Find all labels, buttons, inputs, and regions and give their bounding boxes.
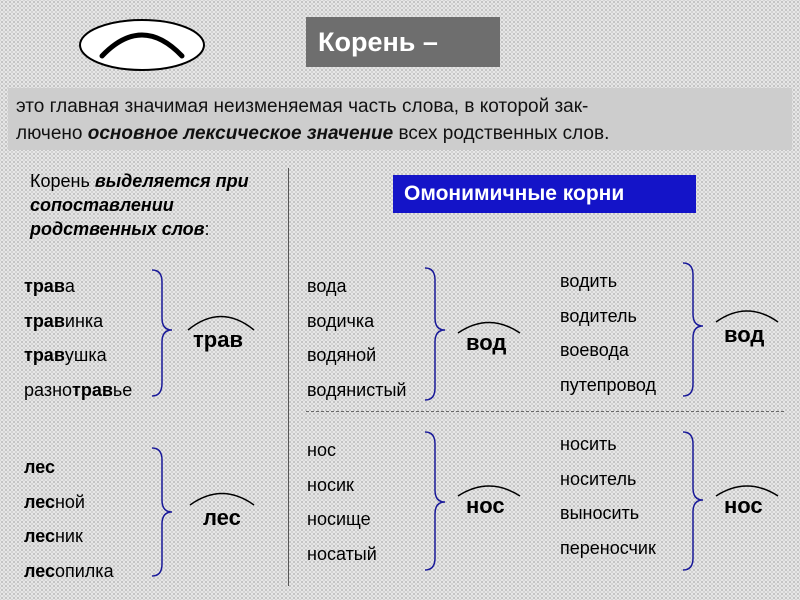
word-root: трав <box>24 345 65 365</box>
word-item: лесной <box>24 485 114 520</box>
word-item: водитель <box>560 305 637 326</box>
word-prefix: разно <box>24 379 73 400</box>
word-item: травушка <box>24 338 132 373</box>
row-divider <box>306 411 784 412</box>
word-rest: ной <box>54 491 85 512</box>
definition-part3: всех родственных слов. <box>393 123 610 144</box>
word-rest: опилка <box>54 560 114 581</box>
root-label-les: лес <box>203 505 241 530</box>
word-item: путепровод <box>560 374 657 395</box>
word-item: лесник <box>24 519 114 554</box>
root-arc-icon <box>189 492 255 506</box>
word-rest: ник <box>54 526 83 546</box>
word-list-trav: трава травинка травушка разнотравье <box>24 269 132 407</box>
word-item: лесопилка <box>24 554 114 589</box>
word-item: носик <box>307 474 354 495</box>
brace-icon <box>151 447 173 577</box>
column-divider <box>288 168 289 586</box>
word-rest: ушка <box>64 345 107 365</box>
definition-emphasis: основное лексическое значение <box>87 123 394 144</box>
brace-icon <box>424 431 446 571</box>
word-root: лес <box>24 526 55 546</box>
word-root: лес <box>24 457 55 477</box>
note-part2: : <box>204 219 210 239</box>
word-item: носище <box>307 509 371 529</box>
word-root: трав <box>24 276 65 296</box>
word-item: водянистый <box>307 379 407 400</box>
brace-icon <box>682 262 704 397</box>
word-root: трав <box>72 379 113 400</box>
word-item: носатый <box>307 543 377 564</box>
root-arc-icon <box>187 315 255 331</box>
definition-text: это главная значимая неизменяемая часть … <box>8 88 792 150</box>
note-emphasis: выделяется при сопоставлении родственных… <box>30 171 249 239</box>
word-root: лес <box>24 560 55 581</box>
word-item: лес <box>24 450 114 485</box>
word-item: разнотравье <box>24 373 132 408</box>
word-item: воевода <box>560 340 629 360</box>
word-list-vod-water: вода водичка водяной водянистый <box>307 269 406 407</box>
word-root: трав <box>24 310 65 331</box>
word-item: вода <box>307 276 347 296</box>
word-item: носить <box>560 434 617 454</box>
word-item: нос <box>307 440 336 460</box>
note-text: Корень выделяется при сопоставлении родс… <box>30 169 280 241</box>
root-label-vod-lead: вод <box>724 322 765 347</box>
word-item: водичка <box>307 310 375 331</box>
brace-icon <box>151 269 173 397</box>
definition-part1: это главная значимая неизменяемая часть … <box>16 96 589 117</box>
root-arc-icon <box>715 485 779 497</box>
word-item: водяной <box>307 345 377 365</box>
word-list-vod-lead: водить водитель воевода путепровод <box>560 264 656 402</box>
word-root: лес <box>24 491 55 512</box>
brace-icon <box>682 431 704 571</box>
note-part1: Корень <box>30 171 95 191</box>
word-item: водить <box>560 271 618 291</box>
word-item: трава <box>24 269 132 304</box>
root-label-trav: трав <box>193 327 243 352</box>
word-list-nos-nose: нос носик носище носатый <box>307 433 377 571</box>
definition-part2: лючено <box>16 123 88 144</box>
word-rest: ье <box>112 379 133 400</box>
word-item: носитель <box>560 468 637 489</box>
page-title: Корень – <box>306 17 500 67</box>
homonym-roots-heading: Омонимичные корни <box>393 175 696 213</box>
root-arc-icon <box>715 310 779 323</box>
word-list-nos-carry: носить носитель выносить переносчик <box>560 427 656 565</box>
root-arc-icon <box>457 321 521 334</box>
word-rest: инка <box>64 310 104 331</box>
root-label-nos-carry: нос <box>724 493 763 518</box>
word-item: выносить <box>560 503 640 523</box>
brace-icon <box>424 267 446 401</box>
root-label-vod-water: вод <box>466 330 507 355</box>
root-arc-icon <box>457 485 521 497</box>
word-rest: а <box>64 276 75 296</box>
root-sign-icon <box>79 19 205 71</box>
root-label-nos-nose: нос <box>466 493 505 518</box>
word-item: переносчик <box>560 537 656 558</box>
word-list-les: лес лесной лесник лесопилка <box>24 450 114 588</box>
word-item: травинка <box>24 304 132 339</box>
